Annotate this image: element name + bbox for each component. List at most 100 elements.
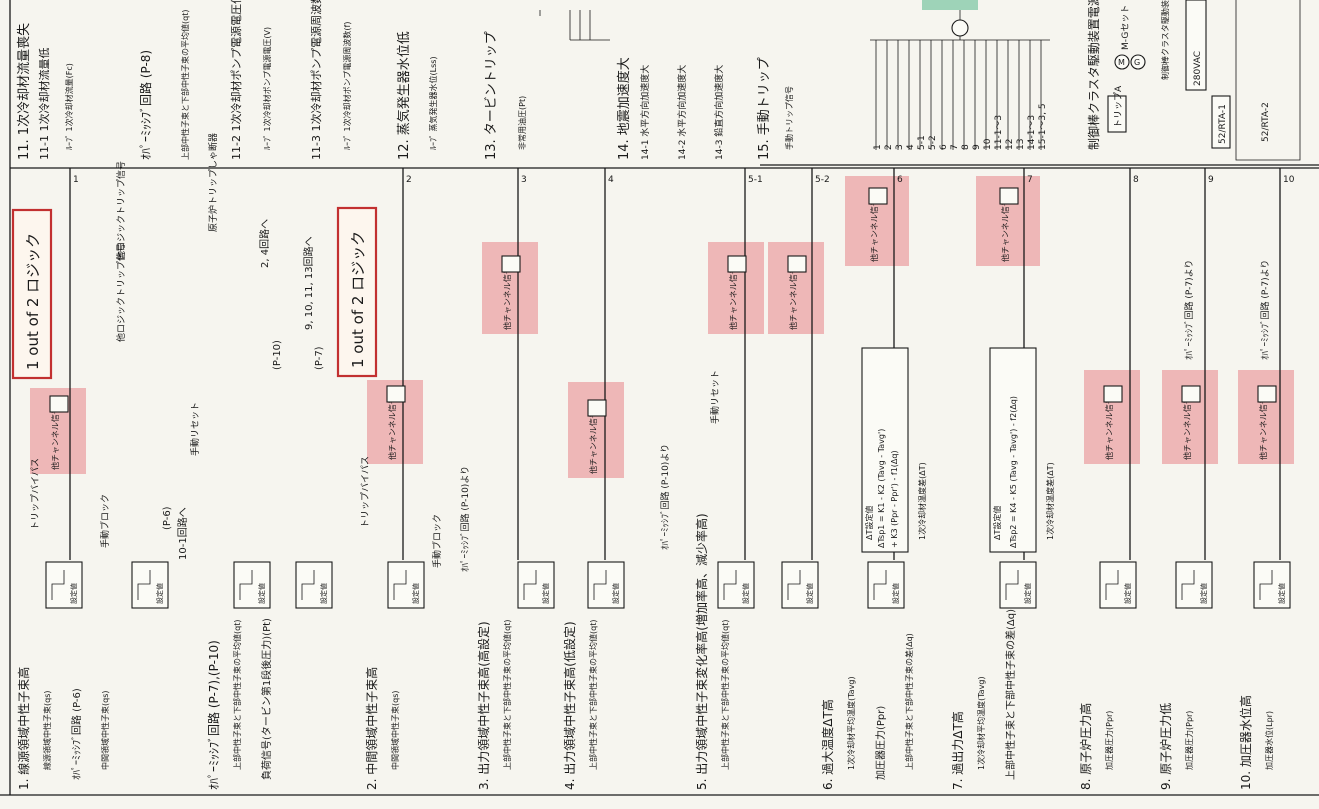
dt6-label: 1次冷却材温度差(ΔT) <box>917 462 927 540</box>
bottom-title-1: 1. 線源領域中性子束高 <box>16 667 31 790</box>
logic-note-2: 1 out of 2 ロジック <box>336 206 378 378</box>
trip-bypass-2: トリップバイパス <box>360 456 371 528</box>
and-gate <box>1257 385 1277 403</box>
dt6-formula-2: + K3 (Ppr - Ppr') - f1(Δq) <box>890 450 899 548</box>
crdm-title: 制御棒クラスタ駆動装置電源 <box>1086 0 1101 150</box>
top-12-title: 12. 蒸気発生器水位低 <box>396 31 412 160</box>
dt6-formula-1: ΔTsp1 = K1 - K2 (Tavg - Tavg') <box>877 429 886 548</box>
comparator-10: 設定値 <box>867 561 905 609</box>
comparator-blocks: 設定値設定値設定値設定値設定値設定値設定値設定値設定値設定値設定値設定値設定値設… <box>45 561 1291 609</box>
bus-number-5-1: 5-1 <box>748 175 763 185</box>
bottom-title-6: 5. 出力領域中性子束変化率高(増加率高、減少率高) <box>694 513 709 790</box>
trip-bypass-1: トリップバイパス <box>30 458 41 530</box>
motor-m <box>1114 54 1130 70</box>
bottom-sub2-7: 加圧器圧力(Ppr) <box>874 706 887 780</box>
svg-text:G: G <box>1134 58 1140 67</box>
bottom-sub3-7: 上部中性子束と下部中性子束の差(Δq) <box>904 633 914 770</box>
bottom-title-11: 10. 加圧器水位高 <box>1238 695 1253 790</box>
bus-number-2: 2 <box>406 175 412 185</box>
top-11-3-sub1: ﾙｰﾌﾟ 1次冷却材ポンプ電源周波数(f) <box>342 22 352 150</box>
and-gate <box>386 385 406 403</box>
comparator-setpoint: 設定値 <box>155 583 164 604</box>
bus-number-5-2: 5-2 <box>815 175 830 185</box>
comparator-5: 設定値 <box>387 561 425 609</box>
right-number-13: 13 <box>1016 139 1026 150</box>
bus-number-7: 7 <box>1027 175 1033 185</box>
other-channel-signal-4: 他チャンネル信号 <box>588 410 598 474</box>
comparator-setpoint: 設定値 <box>319 583 328 604</box>
other-channel-signal-7: 他チャンネル信号 <box>869 198 879 262</box>
top-11-sub3: ｵﾊﾟｰﾐｯｼﾌﾞ回路 (P-8) <box>138 50 153 160</box>
bottom-title-9: 8. 原子炉圧力高 <box>1078 703 1093 790</box>
manual-reset-1: 手動リセット <box>189 402 201 456</box>
comparator-14: 設定値 <box>1253 561 1291 609</box>
top-15-sub1: 手動トリップ信号 <box>784 86 794 150</box>
p7-from-1: ｵﾊﾟｰﾐｯｼﾌﾞ回路 (P-7)より <box>1183 260 1195 360</box>
and-gate <box>587 399 607 417</box>
comparator-2: 設定値 <box>131 561 169 609</box>
permissive-p10: (P-10) <box>272 340 283 370</box>
logic-note-1-text: 1 out of 2 ロジック <box>24 233 42 370</box>
top-signal-stubs <box>539 10 610 41</box>
breaker-a-label: 52/RTA-1 <box>1218 104 1228 144</box>
right-number-11-1～3: 11-1～3 <box>994 115 1004 150</box>
bus-number-6: 6 <box>897 175 903 185</box>
comparator-step <box>723 570 737 600</box>
right-number-14-1～3: 14-1～3 <box>1027 115 1037 150</box>
top-15-title: 15. 手動トリップ <box>757 57 772 160</box>
other-channel-signal-5: 他チャンネル信号 <box>728 266 738 330</box>
comparator-7: 設定値 <box>587 561 625 609</box>
other-channel-signal-2: 他チャンネル信号 <box>387 396 397 460</box>
crdm-label: 制御棒クラスタ駆動装置 <box>1160 0 1170 80</box>
comparator-setpoint: 設定値 <box>891 583 900 604</box>
trip-coil-label: トリップA <box>1113 85 1124 128</box>
comparator-11: 設定値 <box>999 561 1037 609</box>
comparator-setpoint: 設定値 <box>611 583 620 604</box>
bottom-title-3: 2. 中間領域中性子束高 <box>364 667 379 790</box>
logic-trip-2: 他ロジックトリップ信号 <box>115 243 127 342</box>
and-gate <box>49 395 69 413</box>
and-gate <box>787 255 807 273</box>
misc-labels: トリップバイパス トリップバイパス 手動ブロック 手動ブロック 手動リセット 手… <box>30 133 1271 572</box>
breaker-b-label: 52/RTA-2 <box>1261 102 1271 142</box>
bottom-section-titles: 1. 線源領域中性子束高線源領域中性子束(qs)ｵﾊﾟｰﾐｯｼﾌﾞ回路 (P-6… <box>16 513 1274 790</box>
top-section-14: 14. 地震加速度大 14-1 水平方向加速度大 14-2 水平方向加速度大 1… <box>616 57 725 160</box>
bottom-sub1-11: 加圧器水位(Lpr) <box>1264 711 1274 770</box>
crdm-power-section: 制御棒クラスタ駆動装置電源 M G M-Gセット 制御棒クラスタ駆動装置 280… <box>1086 0 1301 161</box>
comparator-step <box>523 570 537 600</box>
manual-block-2: 手動ブロック <box>431 514 443 568</box>
bottom-sub1-9: 加圧器圧力(Ppr) <box>1104 711 1114 770</box>
delta-t-box-7: ΔT設定値 ΔTsp2 = K4 - K5 (Tavg - Tavg') - f… <box>989 347 1055 553</box>
comparator-step <box>393 570 407 600</box>
to-9-13: 9, 10, 11, 13回路へ <box>302 236 315 330</box>
top-section-11-2: 11-2 1次冷却材ポンプ電源電圧低 ﾙｰﾌﾟ 1次冷却材ポンプ電源電圧(V) … <box>229 0 352 160</box>
p7-from-2: ｵﾊﾟｰﾐｯｼﾌﾞ回路 (P-7)より <box>1259 260 1271 360</box>
other-channel-signal-11: 他チャンネル信号 <box>1258 396 1268 460</box>
dt7-title: ΔT設定値 <box>992 506 1002 540</box>
bottom-sub1-3: 中間領域中性子束(qs) <box>390 691 400 771</box>
bottom-sub2-2: 負荷信号(タービン第1段後圧力)(Pt) <box>260 618 273 780</box>
top-14-2: 14-2 水平方向加速度大 <box>676 65 688 160</box>
comparator-3: 設定値 <box>233 561 271 609</box>
bottom-sub3-1: 中間領域中性子束(qs) <box>100 691 110 771</box>
top-14-title: 14. 地震加速度大 <box>616 57 632 160</box>
reactor-trip-breaker: 原子炉トリップしゃ断器 <box>207 133 219 232</box>
other-channel-signal-6: 他チャンネル信号 <box>788 266 798 330</box>
other-channel-signal-3: 他チャンネル信号 <box>502 266 512 330</box>
comparator-box <box>387 561 425 609</box>
comparator-setpoint: 設定値 <box>411 583 420 604</box>
right-number-4: 4 <box>906 144 916 150</box>
bottom-sub1-5: 上部中性子束と下部中性子束の平均値(qt) <box>588 620 598 770</box>
right-number-8: 8 <box>961 144 971 150</box>
right-number-7: 7 <box>950 144 960 150</box>
comparator-setpoint: 設定値 <box>1123 583 1132 604</box>
right-number-6: 6 <box>939 144 949 150</box>
and-gate <box>868 187 888 205</box>
permissive-p7: (P-7) <box>314 346 325 370</box>
top-11-sub1: 11-1 1次冷却材流量低 <box>37 48 51 160</box>
comparator-9: 設定値 <box>781 561 819 609</box>
bottom-title-4: 3. 出力領域中性子束高(高設定) <box>476 621 491 790</box>
bottom-sub1-8: 1次冷却材平均温度(Tavg) <box>976 676 986 770</box>
delta-t-box-6: ΔT設定値 ΔTsp1 = K1 - K2 (Tavg - Tavg') + K… <box>861 347 927 553</box>
